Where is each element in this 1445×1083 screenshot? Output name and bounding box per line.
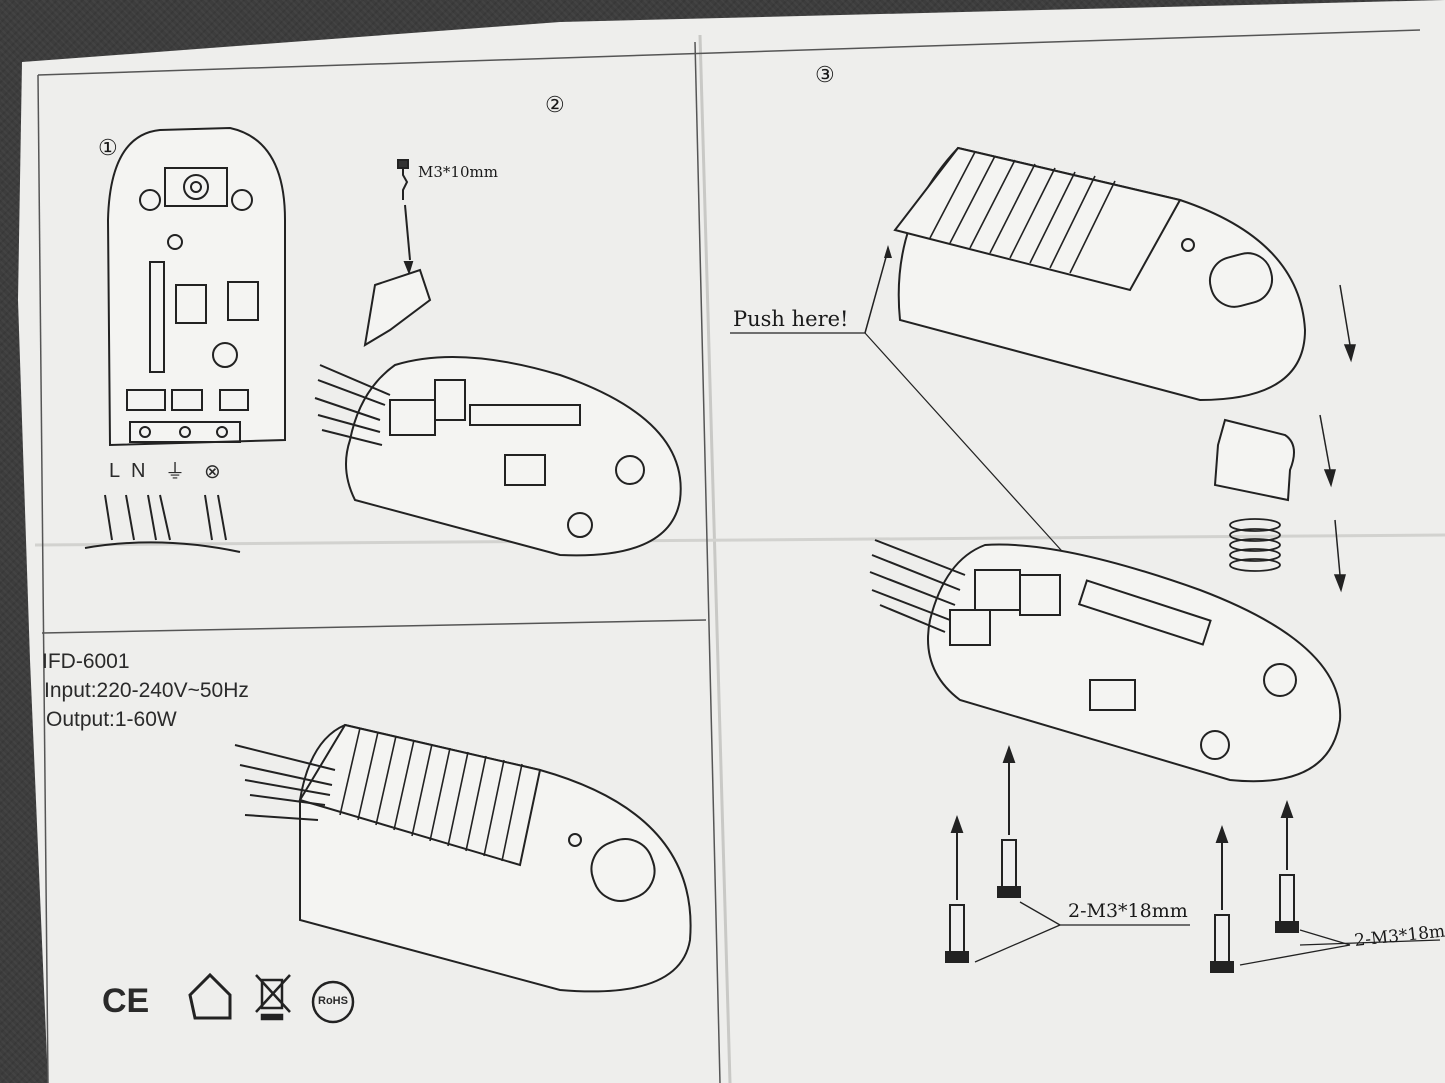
rohs-label: RoHS: [318, 995, 348, 1007]
output-spec: Output:1-60W: [46, 708, 177, 731]
step-3-top-cover: [893, 146, 1307, 402]
step-3-number: ③: [815, 63, 835, 88]
push-arrow-head: [884, 245, 892, 258]
fold-line-horizontal: [34, 533, 1445, 547]
screws: [945, 745, 1299, 973]
terminal-n-label: N: [131, 460, 145, 482]
push-here-label: Push here!: [733, 307, 849, 331]
assembly-arrows: [1319, 284, 1356, 593]
terminal-l-label: L: [109, 460, 120, 482]
terminal-load-label: ⊗: [204, 461, 221, 483]
screw-leaders: [974, 901, 1441, 966]
step-1-number: ①: [98, 136, 118, 161]
certification-marks: CE RoHS: [102, 972, 355, 1024]
screw-pair-left-label: 2-M3*18mm: [1068, 900, 1188, 922]
knob-and-spring: [1213, 418, 1295, 572]
indoor-use-icon: [188, 972, 232, 1020]
step-2-number: ②: [545, 93, 565, 118]
step-1-diagram: [84, 126, 286, 553]
rohs-badge: [311, 980, 355, 1024]
ce-mark: CE: [102, 982, 149, 1020]
push-leader: [864, 332, 1071, 561]
assembled-unit-diagram: [234, 723, 692, 993]
fold-line-vertical: [698, 34, 732, 1083]
push-pointer: [864, 249, 889, 334]
screw-top-label: M3*10mm: [418, 163, 498, 181]
panel-borders: [37, 29, 1421, 1083]
model-label: IFD-6001: [42, 650, 130, 673]
weee-bin-icon: [255, 974, 291, 1021]
input-spec: Input:220-240V~50Hz: [44, 679, 249, 702]
terminal-earth-label: ⏚: [165, 461, 185, 483]
step-2-diagram: [314, 159, 682, 557]
step-3-base: [869, 539, 1342, 783]
